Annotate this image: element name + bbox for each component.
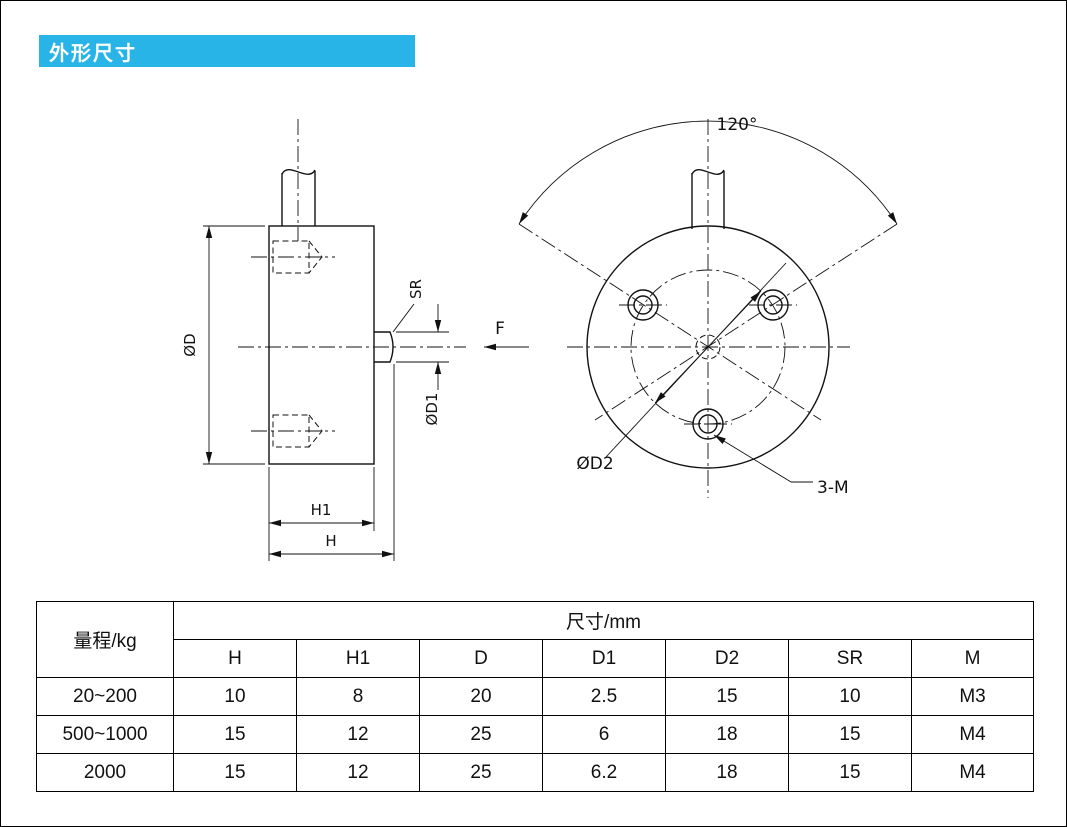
value-cell: 20 [419, 677, 543, 716]
force-label: F [495, 319, 505, 339]
dim-label-h: H [325, 532, 336, 550]
table-row: 2000 15 12 25 6.2 18 15 M4 [36, 753, 1035, 792]
dim-h: H [269, 364, 395, 561]
value-cell: 25 [419, 715, 543, 754]
shaft-break-line [691, 169, 725, 175]
value-cell: 10 [173, 677, 297, 716]
value-cell: 15 [788, 753, 912, 792]
dim-phi-d2: ØD2 [576, 262, 787, 474]
col-header-h: H [173, 639, 297, 678]
table-row: 20~200 10 8 20 2.5 15 10 M3 [36, 677, 1035, 716]
col-header-d2: D2 [665, 639, 789, 678]
dim-label-h1: H1 [311, 501, 332, 519]
value-cell: 6.2 [542, 753, 666, 792]
shaft [281, 169, 316, 226]
col-header-h1: H1 [296, 639, 420, 678]
dim-sr: SR [392, 279, 425, 333]
dim-phi-d1: ØD1 [396, 304, 449, 425]
threaded-hole-bottom [251, 414, 335, 448]
dim-label-phi-d: ØD [181, 333, 199, 356]
col-header-d: D [419, 639, 543, 678]
value-cell: 15 [173, 753, 297, 792]
force-arrow: F [484, 319, 529, 351]
mounting-hole-left [619, 289, 667, 321]
bolt-circle [630, 269, 786, 425]
table-header-row-2: H H1 D D1 D2 SR M [37, 639, 1035, 678]
value-cell: M4 [910, 715, 1035, 754]
range-cell: 20~200 [36, 677, 174, 716]
value-cell: 15 [173, 715, 297, 754]
dim-label-phi-d1: ØD1 [423, 393, 441, 426]
dimension-table: 量程/kg 尺寸/mm H H1 D D1 D2 SR M 20~200 10 … [36, 601, 1035, 792]
value-cell: 10 [788, 677, 912, 716]
center-hole [695, 334, 721, 360]
angle-label: 120° [717, 115, 758, 135]
dim-label-phi-d2: ØD2 [576, 454, 613, 474]
title-banner: 外形尺寸 [39, 35, 415, 67]
size-header-cell: 尺寸/mm [172, 601, 1035, 640]
value-cell: 18 [665, 715, 789, 754]
value-cell: M4 [910, 753, 1035, 792]
dim-h1: H1 [268, 467, 375, 561]
value-cell: 15 [788, 715, 912, 754]
value-cell: 12 [296, 715, 420, 754]
col-header-sr: SR [788, 639, 912, 678]
top-view: 120° ØD2 3-M [518, 115, 898, 498]
hole-axis-right [594, 223, 898, 421]
side-view: ØD SR F ØD1 [181, 119, 529, 561]
value-cell: 2.5 [542, 677, 666, 716]
col-header-d1: D1 [542, 639, 666, 678]
body-circle [586, 225, 830, 469]
range-cell: 500~1000 [36, 715, 174, 754]
value-cell: 15 [665, 677, 789, 716]
shaft-break-line [281, 169, 316, 175]
value-cell: 12 [296, 753, 420, 792]
page-title: 外形尺寸 [49, 42, 137, 65]
holes-label: 3-M [817, 478, 849, 498]
col-header-m: M [910, 639, 1035, 678]
value-cell: M3 [910, 677, 1035, 716]
mounting-hole-bottom [684, 408, 732, 440]
table-header-row-1: 量程/kg 尺寸/mm [36, 601, 1035, 678]
dim-angle-120: 120° [518, 115, 898, 225]
dim-label-sr: SR [407, 279, 425, 299]
dim-phi-d: ØD [181, 225, 265, 465]
value-cell: 6 [542, 715, 666, 754]
mounting-hole-right [749, 289, 797, 321]
value-cell: 8 [296, 677, 420, 716]
table-row: 500~1000 15 12 25 6 18 15 M4 [36, 715, 1035, 754]
value-cell: 18 [665, 753, 789, 792]
range-header-cell: 量程/kg [36, 601, 174, 678]
threaded-hole-top [251, 240, 335, 274]
range-cell: 2000 [36, 753, 174, 792]
leader-3m: 3-M [713, 434, 849, 498]
value-cell: 25 [419, 753, 543, 792]
hole-axis-left [518, 223, 822, 421]
sensor-body [268, 225, 375, 465]
